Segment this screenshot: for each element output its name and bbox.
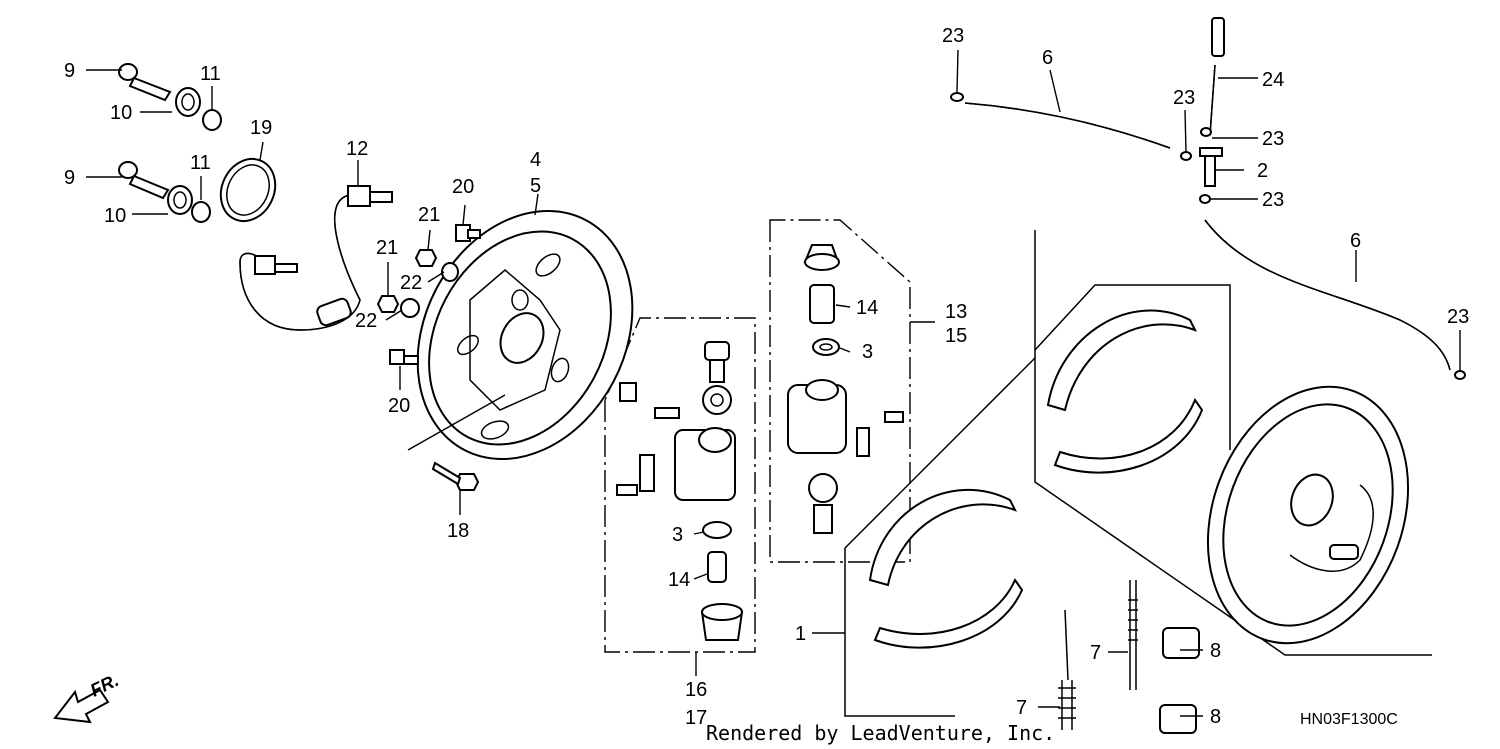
callout-20: 20 (388, 395, 410, 417)
callout-labels: 9 11 10 19 12 11 9 4 5 20 10 21 21 22 22… (64, 25, 1469, 729)
callout-3: 3 (862, 341, 873, 363)
callout-7: 7 (1016, 697, 1027, 719)
callout-8: 8 (1210, 706, 1221, 728)
callout-11: 11 (190, 152, 211, 174)
wheel-cylinder-assembly (616, 341, 744, 641)
callout-9: 9 (64, 60, 75, 82)
cylinder-kit-assembly (787, 244, 904, 534)
callout-21: 21 (376, 237, 398, 259)
brake-arm-upper (118, 63, 222, 131)
callout-14: 14 (668, 569, 690, 591)
callout-23: 23 (1173, 87, 1195, 109)
leader-lines (86, 49, 1461, 717)
callout-2: 2 (1257, 160, 1268, 182)
callout-15: 15 (945, 325, 967, 347)
front-direction-marker: FR. (53, 670, 122, 724)
callout-22: 22 (355, 310, 377, 332)
callout-21: 21 (418, 204, 440, 226)
o-ring (219, 157, 277, 223)
breather-tubes (950, 17, 1466, 380)
callout-24: 24 (1262, 69, 1284, 91)
callout-8: 8 (1210, 640, 1221, 662)
callout-16: 16 (685, 679, 707, 701)
callout-20: 20 (452, 176, 474, 198)
brake-shoes-front (868, 489, 1024, 649)
callout-9: 9 (64, 167, 75, 189)
callout-11: 11 (200, 63, 221, 85)
callout-3: 3 (672, 524, 683, 546)
callout-13: 13 (945, 301, 967, 323)
brake-drum-assembly (1206, 385, 1410, 645)
callout-23: 23 (942, 25, 964, 47)
callout-23: 23 (1262, 189, 1284, 211)
callout-18: 18 (447, 520, 469, 542)
brake-panel (416, 209, 634, 461)
callout-14: 14 (856, 297, 878, 319)
group-box-shoes-front (844, 357, 1036, 717)
brake-hose (239, 185, 393, 331)
callout-22: 22 (400, 272, 422, 294)
callout-7: 7 (1090, 642, 1101, 664)
group-box-cylinder-kit (769, 219, 911, 563)
credit-text: Rendered by LeadVenture, Inc. (706, 721, 1055, 745)
group-box-shoes-rear (1034, 230, 1432, 656)
callout-10: 10 (110, 102, 132, 124)
brake-arm-lower (118, 161, 211, 223)
callout-17: 17 (685, 707, 707, 729)
diagram-code: HN03F1300C (1300, 711, 1398, 728)
group-box-wheel-cylinder (604, 317, 756, 653)
callout-23: 23 (1262, 128, 1284, 150)
callout-10: 10 (104, 205, 126, 227)
callout-19: 19 (250, 117, 272, 139)
callout-6: 6 (1042, 47, 1053, 69)
brake-shoes-rear (1046, 309, 1204, 474)
springs (1058, 580, 1138, 730)
callout-6: 6 (1350, 230, 1361, 252)
callout-4: 4 (530, 149, 541, 171)
callout-12: 12 (346, 138, 368, 160)
shoe-clips (1159, 627, 1200, 734)
callout-1: 1 (795, 623, 806, 645)
callout-5: 5 (530, 175, 541, 197)
bolts-nuts (376, 224, 481, 491)
callout-23: 23 (1447, 306, 1469, 328)
front-arrow-icon (53, 688, 110, 724)
